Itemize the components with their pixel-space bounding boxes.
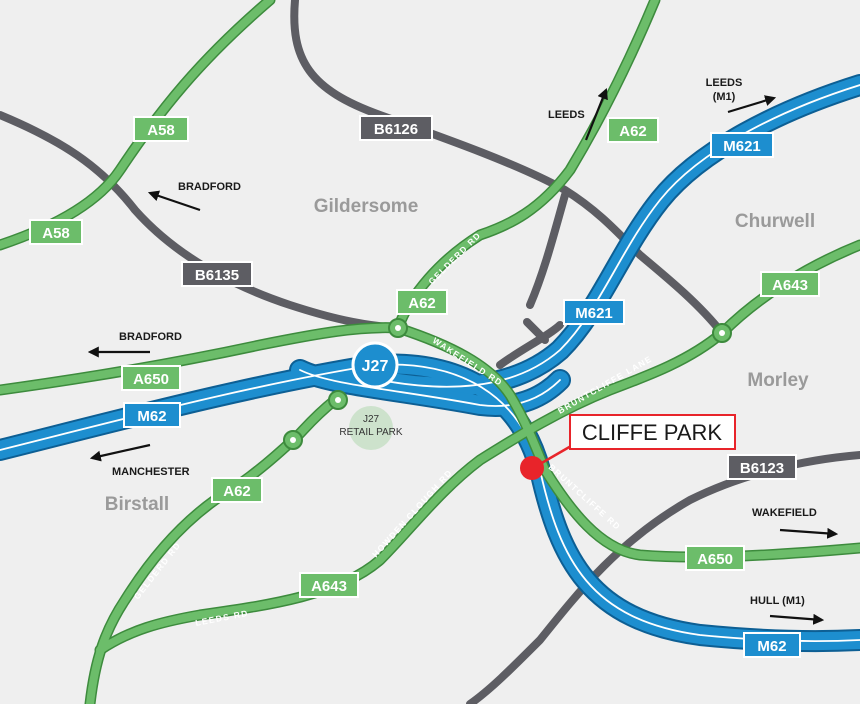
shield-m621-center: M621 xyxy=(563,299,625,325)
arrow-leeds xyxy=(584,87,608,141)
local-spur xyxy=(523,318,549,344)
junction-label: J27 xyxy=(362,358,389,375)
shield-b6123: B6123 xyxy=(727,454,797,480)
retail-park: J27 RETAIL PARK xyxy=(339,406,403,450)
svg-text:A58: A58 xyxy=(42,225,70,242)
shield-a62-top: A62 xyxy=(607,117,659,143)
dir-leeds-m1-2: (M1) xyxy=(713,91,736,103)
a62-north xyxy=(394,0,659,332)
svg-text:B6135: B6135 xyxy=(195,267,239,284)
b6126-road xyxy=(290,0,726,337)
svg-text:M621: M621 xyxy=(575,305,613,322)
shield-m62-left: M62 xyxy=(123,402,181,428)
shield-a62-bottom: A62 xyxy=(211,477,263,503)
place-churwell: Churwell xyxy=(735,211,815,232)
svg-text:B6123: B6123 xyxy=(740,460,784,477)
svg-text:A643: A643 xyxy=(772,277,808,294)
shield-a58-top: A58 xyxy=(133,116,189,142)
svg-text:B6126: B6126 xyxy=(374,121,418,138)
dir-wakefield: WAKEFIELD xyxy=(752,507,817,519)
shield-a58-left: A58 xyxy=(29,219,83,245)
svg-text:A650: A650 xyxy=(697,551,733,568)
retail-park-label-2: RETAIL PARK xyxy=(339,427,402,438)
retail-park-area xyxy=(349,406,393,450)
dir-leeds: LEEDS xyxy=(548,109,585,121)
shield-a62-center: A62 xyxy=(396,289,448,315)
shield-a650-left: A650 xyxy=(121,365,181,391)
place-gildersome: Gildersome xyxy=(314,196,419,217)
shield-b6126: B6126 xyxy=(359,115,433,141)
cliffe-park-label: CLIFFE PARK xyxy=(582,420,723,445)
svg-text:M62: M62 xyxy=(757,638,786,655)
shield-a643-right: A643 xyxy=(760,271,820,297)
svg-text:A62: A62 xyxy=(408,295,436,312)
dir-hull: HULL (M1) xyxy=(750,595,805,607)
svg-text:A650: A650 xyxy=(133,371,169,388)
svg-text:A643: A643 xyxy=(311,578,347,595)
svg-text:M621: M621 xyxy=(723,138,761,155)
arrow-bradford-top xyxy=(147,190,201,212)
road-shields: A58 A58 B6126 B6135 A62 A62 A62 M621 xyxy=(29,115,820,658)
dir-bradford-top: BRADFORD xyxy=(178,181,241,193)
place-names: Gildersome Churwell Morley Birstall xyxy=(105,196,815,515)
shield-a643-bottom: A643 xyxy=(299,572,359,598)
svg-text:A58: A58 xyxy=(147,122,175,139)
svg-text:M62: M62 xyxy=(137,408,166,425)
local-link xyxy=(496,321,564,369)
arrow-wakefield xyxy=(779,527,839,539)
place-birstall: Birstall xyxy=(105,494,169,515)
place-morley: Morley xyxy=(747,370,809,391)
shield-m621-top: M621 xyxy=(710,132,774,158)
dir-leeds-m1: LEEDS xyxy=(706,77,743,89)
location-pin-icon[interactable] xyxy=(520,456,544,480)
shield-a650-right: A650 xyxy=(685,545,745,571)
cliffe-park-marker[interactable]: CLIFFE PARK xyxy=(520,414,736,480)
roundabouts xyxy=(283,318,732,450)
dir-bradford-left: BRADFORD xyxy=(119,331,182,343)
shield-b6135: B6135 xyxy=(181,261,253,287)
svg-text:A62: A62 xyxy=(223,483,251,500)
arrow-leeds-m1 xyxy=(727,95,777,114)
b6126-extension xyxy=(526,191,569,309)
b6135-road xyxy=(0,111,402,332)
a650-west xyxy=(0,323,402,394)
cliffe-park-callout[interactable] xyxy=(569,414,736,450)
arrow-hull xyxy=(769,613,825,625)
dir-manchester: MANCHESTER xyxy=(112,466,190,478)
retail-park-label: J27 xyxy=(363,414,380,425)
direction-labels: BRADFORD LEEDS LEEDS (M1) BRADFORD MANCH… xyxy=(112,77,817,607)
direction-arrows xyxy=(87,87,839,625)
arrow-manchester xyxy=(89,443,151,462)
shield-m62-right: M62 xyxy=(743,632,801,658)
junction-27: J27 xyxy=(351,341,399,389)
svg-text:A62: A62 xyxy=(619,123,647,140)
